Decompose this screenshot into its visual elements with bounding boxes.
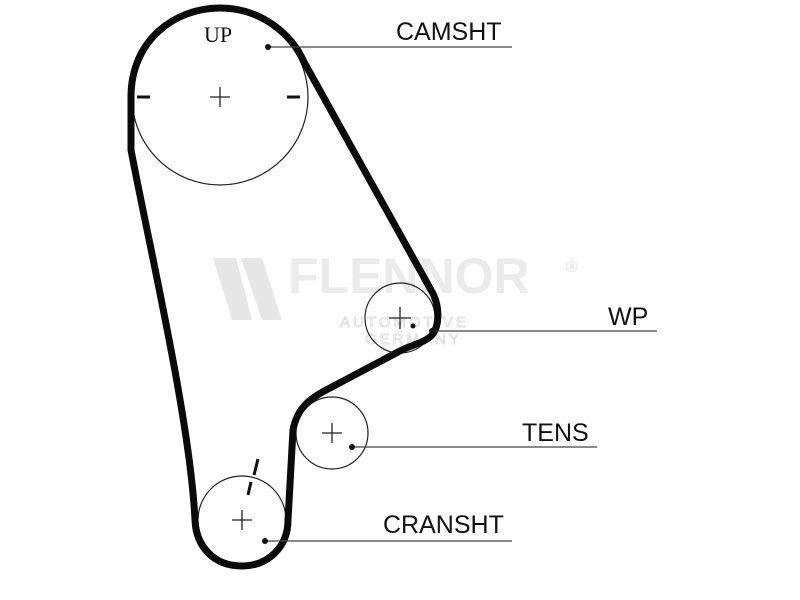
- label-leaders: [262, 44, 657, 544]
- crankshaft-pulley: [197, 458, 287, 565]
- up-marker: UP: [204, 22, 232, 47]
- crankshaft-timing-mark-upper: [252, 458, 260, 476]
- flennor-watermark: FLENNOR ® AUTOMOTIVE GERMANY: [213, 248, 578, 348]
- timing-belt: [127, 4, 442, 570]
- watermark-registered: ®: [566, 259, 578, 276]
- water-pump-dot: [429, 328, 435, 334]
- crankshaft-dot: [262, 538, 268, 544]
- camshaft-dot: [265, 44, 271, 50]
- flennor-logo-icon: [213, 258, 282, 320]
- tensioner-label: TENS: [522, 419, 589, 447]
- watermark-line1: AUTOMOTIVE: [340, 314, 469, 331]
- crankshaft-label: CRANSHT: [383, 511, 504, 539]
- water-pump-inner-dot: [410, 323, 416, 329]
- tensioner-dot: [349, 444, 355, 450]
- crankshaft-timing-mark-lower: [246, 481, 253, 496]
- camshaft-label: CAMSHT: [396, 18, 502, 46]
- water-pump-label: WP: [608, 303, 648, 331]
